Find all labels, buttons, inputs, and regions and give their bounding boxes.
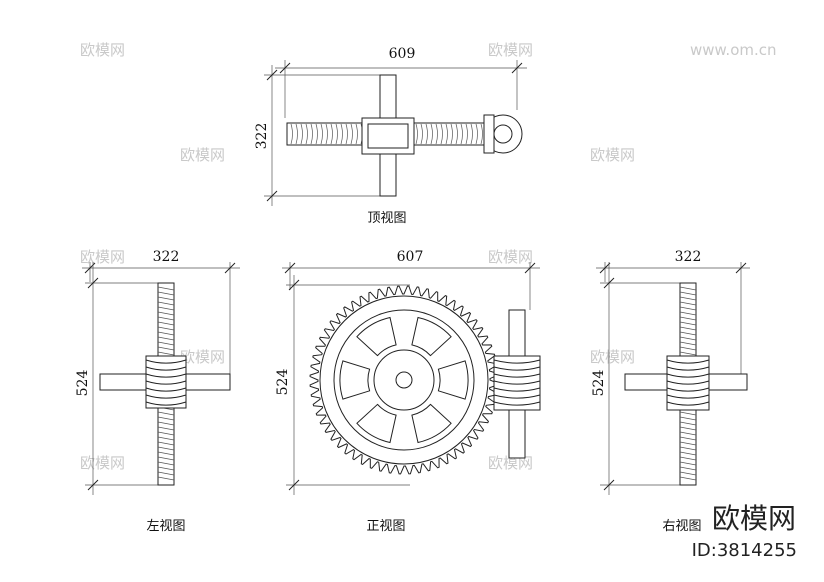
watermark-id: ID:3814255 xyxy=(692,540,797,561)
watermark-tile: www.om.cn xyxy=(690,41,777,59)
front-gear-bore xyxy=(395,371,413,389)
left-view: 322 524 左视图 xyxy=(75,249,240,534)
front-view-caption: 正视图 xyxy=(366,519,405,534)
right-view: 322 524 右视图 xyxy=(591,249,750,534)
left-worm xyxy=(145,355,187,409)
left-view-caption: 左视图 xyxy=(146,519,185,534)
watermark-tile: 欧模网 xyxy=(80,454,125,472)
top-view: 609 322 顶视图 xyxy=(254,46,527,226)
watermark-tile: 欧模网 xyxy=(488,41,533,59)
front-gear-teeth xyxy=(309,285,499,475)
left-height-dimension: 524 xyxy=(75,370,91,397)
right-view-caption: 右视图 xyxy=(662,519,701,534)
front-view: 607 524 正视图 xyxy=(275,249,541,534)
right-height-dimension: 524 xyxy=(591,370,607,397)
watermark-tile: 欧模网 xyxy=(488,248,533,266)
watermark-tile: 欧模网 xyxy=(180,146,225,164)
watermark-tile: 欧模网 xyxy=(80,248,125,266)
top-width-dimension: 609 xyxy=(389,46,416,62)
top-height-dimension: 322 xyxy=(254,123,270,150)
watermark-brand: 欧模网 xyxy=(712,502,796,535)
front-height-dimension: 524 xyxy=(275,369,291,396)
front-width-dimension: 607 xyxy=(397,249,424,265)
front-gear-hub xyxy=(373,349,435,411)
right-width-dimension: 322 xyxy=(675,249,702,265)
front-gear-rim xyxy=(333,309,475,451)
watermark-tile: 欧模网 xyxy=(180,348,225,366)
top-view-caption: 顶视图 xyxy=(367,211,406,226)
watermark-tile: 欧模网 xyxy=(590,146,635,164)
watermark-tile: 欧模网 xyxy=(80,41,125,59)
front-gear-spokes xyxy=(339,316,469,444)
watermark-tile: 欧模网 xyxy=(590,348,635,366)
left-width-dimension: 322 xyxy=(153,249,180,265)
